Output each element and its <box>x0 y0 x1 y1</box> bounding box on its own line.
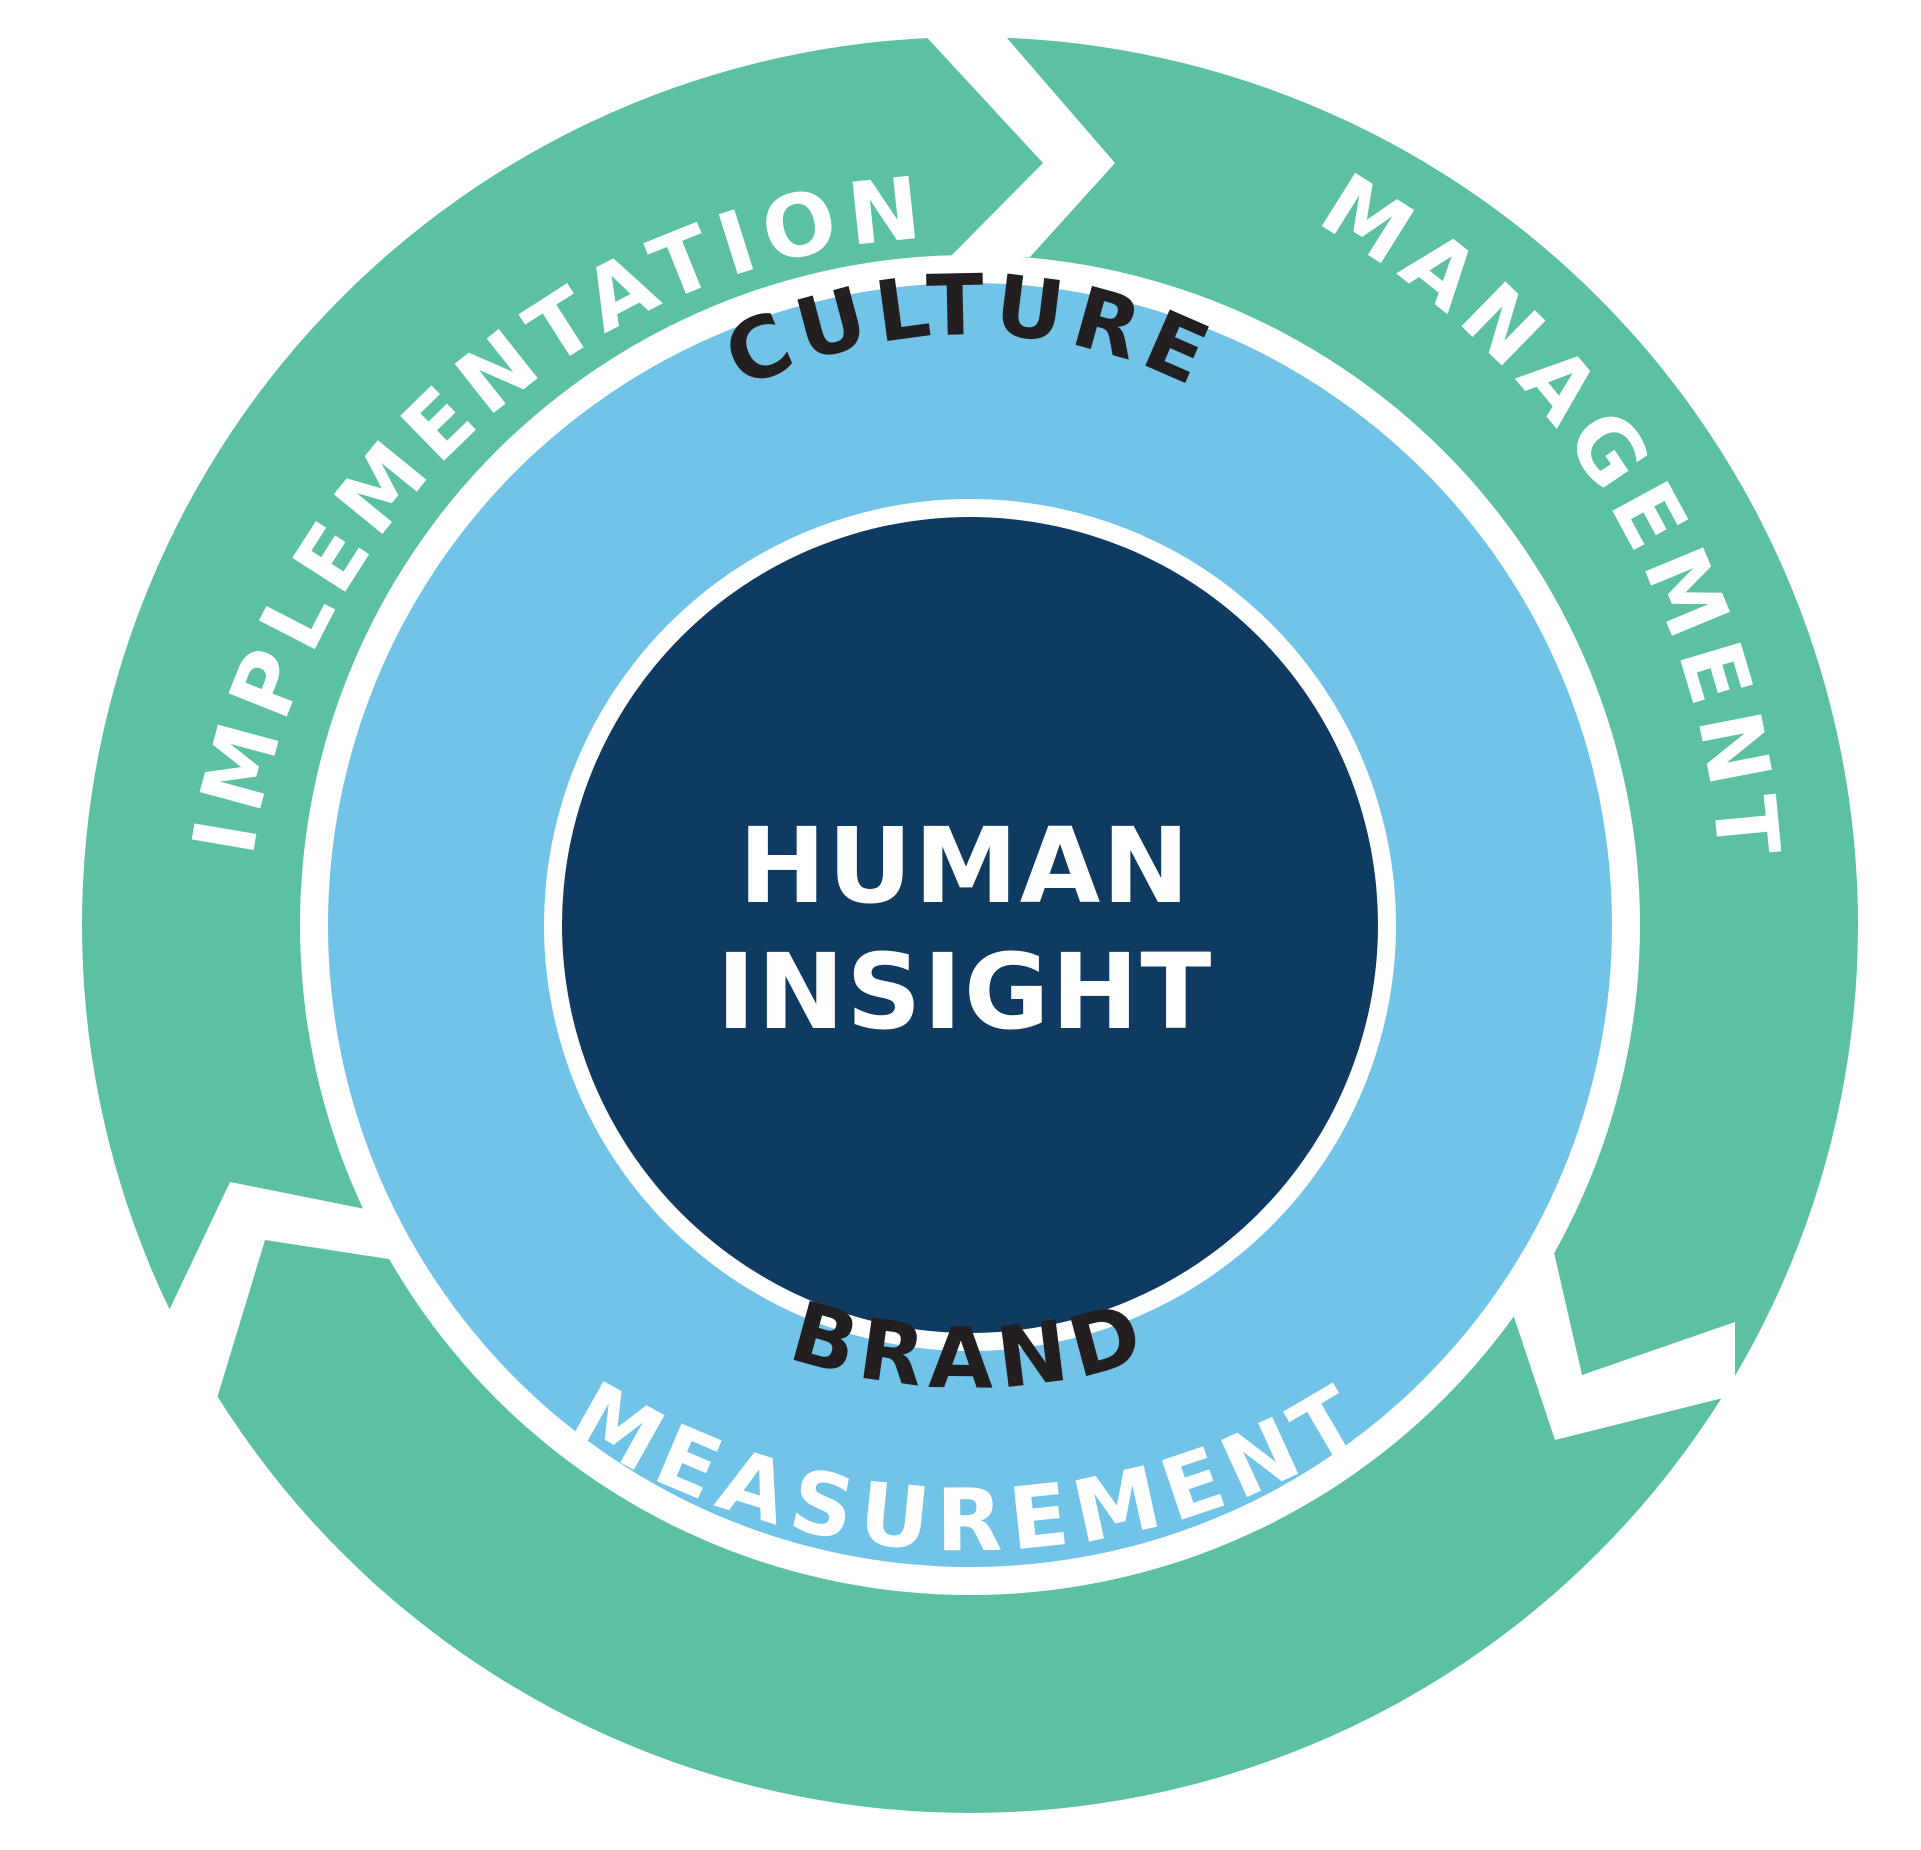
center-line-1: HUMAN <box>739 805 1192 927</box>
separator-left <box>155 1182 395 1405</box>
separator-right <box>1510 1248 1735 1440</box>
center-line-2: INSIGHT <box>717 931 1214 1053</box>
core-circle <box>562 517 1378 1333</box>
separator-top <box>920 30 1115 257</box>
